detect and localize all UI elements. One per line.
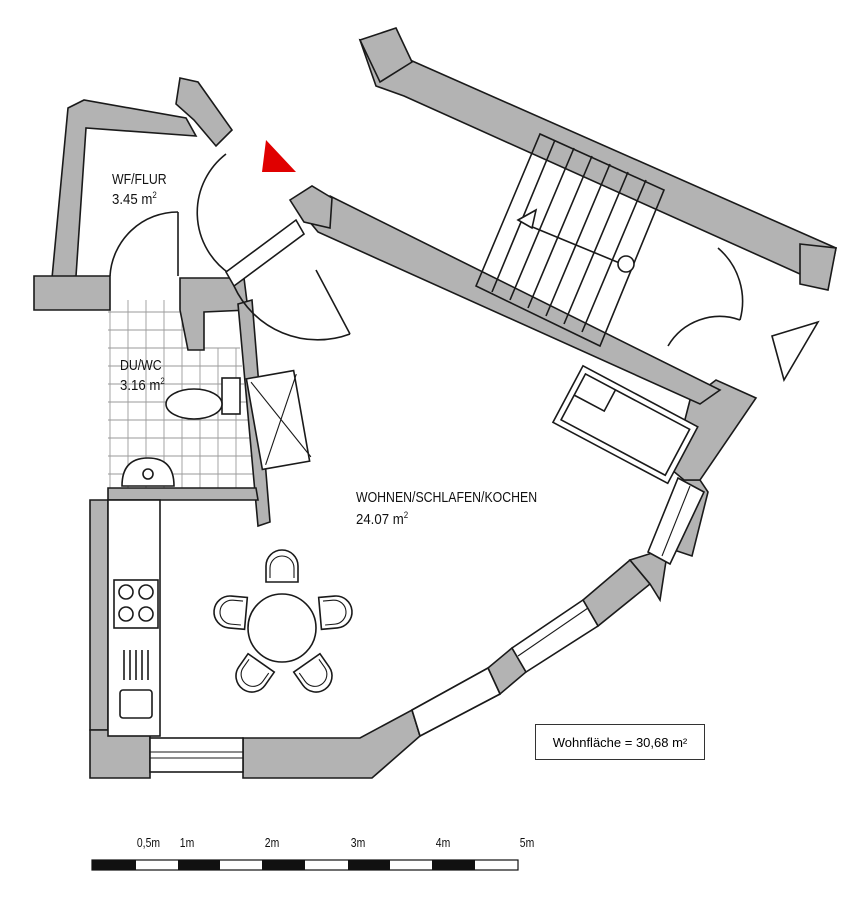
kitchen-sink xyxy=(119,689,153,719)
bed xyxy=(551,364,699,485)
room-name: WOHNEN/SCHLAFEN/KOCHEN xyxy=(356,489,538,506)
scale-tick-label: 5m xyxy=(519,835,535,850)
chair-bottom-left xyxy=(235,652,276,693)
walls xyxy=(33,27,837,779)
flur-bottom-left-wall xyxy=(33,275,111,311)
staircase xyxy=(474,132,744,348)
living-area-text: Wohnfläche = 30,68 m² xyxy=(552,734,688,750)
room-area: 24.07 m2 xyxy=(356,509,409,528)
staircase-marker-icon xyxy=(771,320,820,383)
left-outer-wall xyxy=(89,499,109,731)
toilet-tank xyxy=(221,377,241,415)
stair-pier xyxy=(288,185,333,229)
staircase-right-pier xyxy=(799,243,837,291)
scale-tick-label: 2m xyxy=(264,835,280,850)
left-bottom-corner xyxy=(89,729,151,779)
bath-bottom-wall xyxy=(107,487,259,501)
bath-fixtures xyxy=(121,369,312,487)
bottom-wall xyxy=(242,708,421,779)
toilet-bowl xyxy=(165,388,223,420)
entrance-marker-icon xyxy=(262,140,296,172)
window-diagonal-b xyxy=(510,598,600,674)
window-bottom xyxy=(149,737,244,773)
dining-set xyxy=(213,549,353,693)
window-diagonal-a xyxy=(411,666,502,738)
scale-tick-label: 3m xyxy=(350,835,366,850)
stair-outline xyxy=(474,132,666,348)
windows xyxy=(149,476,706,773)
scale-tick-label: 4m xyxy=(435,835,451,850)
room-area: 3.16 m2 xyxy=(120,375,165,394)
kitchen xyxy=(113,579,159,719)
room-area: 3.45 m2 xyxy=(112,189,157,208)
chair-top xyxy=(265,549,299,583)
room-label-duwc: DU/WC 3.16 m2 xyxy=(120,358,171,394)
bath-top-wall xyxy=(179,277,249,351)
living-area-box: Wohnfläche = 30,68 m² xyxy=(535,724,705,760)
chair-left xyxy=(213,595,249,631)
door-leaf xyxy=(224,218,306,288)
stair-walkline-end xyxy=(617,255,635,273)
dining-table xyxy=(247,593,317,663)
room-label-wohnen: WOHNEN/SCHLAFEN/KOCHEN 24.07 m2 xyxy=(356,490,577,528)
kitchen-sink-drainer xyxy=(123,650,149,680)
chair-bottom-right xyxy=(292,652,333,693)
staircase-top-corner xyxy=(358,27,414,84)
scale-tick-label: 1m xyxy=(179,835,195,850)
stair-walkline-arrow xyxy=(516,208,538,230)
scale-tick-label: 0,5m xyxy=(136,835,161,850)
entrance-door xyxy=(109,153,351,341)
room-name: WF/FLUR xyxy=(112,171,167,188)
scale-bar xyxy=(91,859,519,871)
chair-right xyxy=(317,595,353,631)
room-label-flur: WF/FLUR 3.45 m2 xyxy=(112,172,179,208)
flur-top-wall xyxy=(175,77,234,148)
room-name: DU/WC xyxy=(120,357,162,374)
